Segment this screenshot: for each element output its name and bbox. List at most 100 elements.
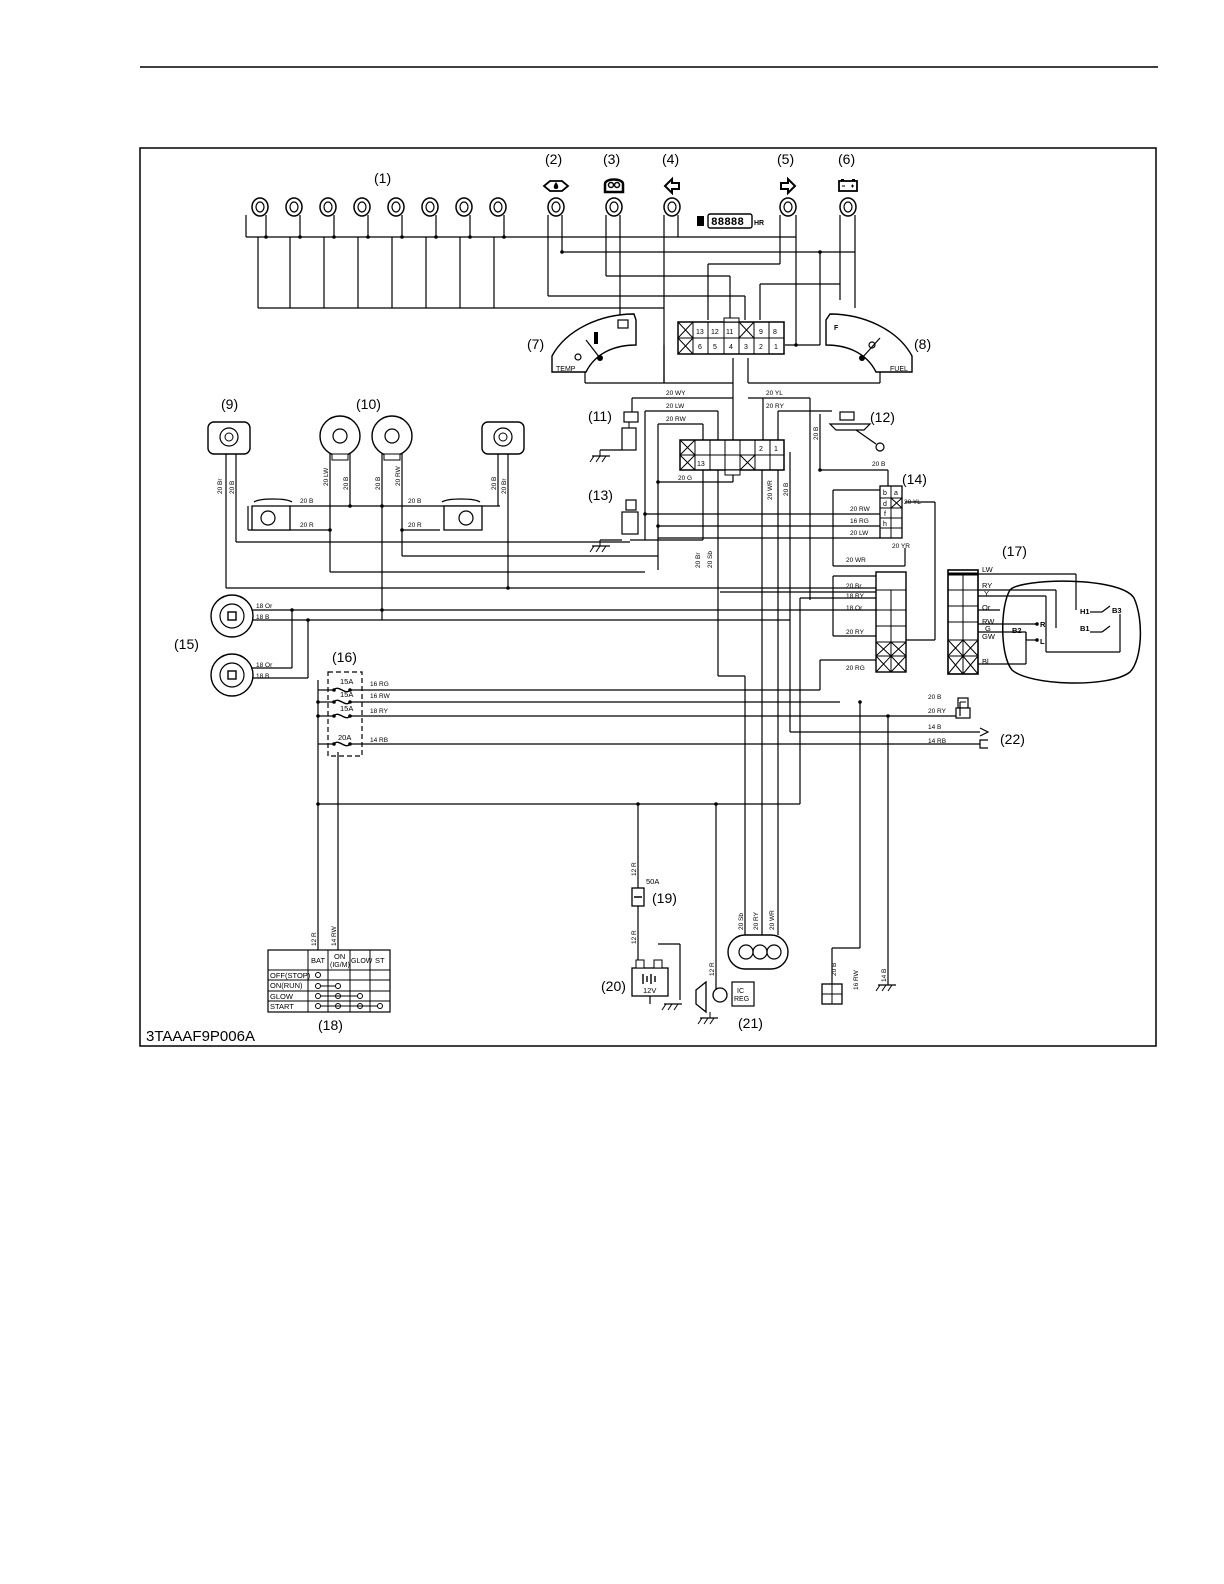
gauge-fuel-letter: F [834,325,839,332]
wire-label: 20 Br [846,583,862,590]
wire-label: 20 WR [767,480,774,500]
lamp-socket-icon [839,197,857,217]
ground-icon [875,984,896,992]
wire-label: 20 Sb [707,551,714,568]
turn-right-icon [780,176,797,196]
wire-label: 20 R [408,522,422,529]
wire-label: 18 B [256,673,269,680]
relay [821,947,896,1005]
callout-7: (7) [527,336,544,352]
connector-pin: b [883,490,887,497]
connector-pin: 4 [729,344,733,351]
wire-label: 18 RY [846,593,865,600]
connector-pin: 9 [759,329,763,336]
connector-pin: 13 [697,461,705,468]
wire-label: 20 LW [666,403,685,410]
wire-label: 20 B [783,483,790,496]
wire-label: 20 B [491,477,498,490]
connector-pin: d [883,501,887,508]
lamp-socket-icon [547,197,565,217]
wire-label: 20 WR [846,557,866,564]
callout-9: (9) [221,396,238,412]
sw-label-R: R [1040,620,1046,629]
wire-label: 20 RW [395,465,402,486]
lamp-socket-icon [605,197,623,217]
oil-pressure-icon [542,180,570,192]
callout-13: (13) [588,487,613,503]
ground-icon [697,1017,718,1025]
fuse-rating: 15A [340,677,353,686]
harness-connector: 2 1 13 [679,439,785,476]
wire-label: 12 R [631,862,638,876]
fuel-sender-icon [828,411,885,452]
wire-label: 20 G [678,475,692,482]
ground-icon [589,450,610,463]
wire-label: 20 RY [928,708,947,715]
wire-label: 12 R [631,930,638,944]
panel-connector: 13 12 11 9 8 6 5 4 3 2 1 [677,317,785,355]
ground-icon [661,1003,682,1011]
connector-pin: 2 [759,446,763,453]
callout-14: (14) [902,471,927,487]
sw-label-B3: B3 [1112,606,1122,615]
connector-pin: 8 [773,329,777,336]
connector-pin: a [894,490,898,497]
temperature-gauge: TEMP [551,313,637,373]
figure-code: 3TAAAF9P006A [146,1028,255,1045]
wire-label: 16 RW [853,969,860,990]
fuse-icon [332,699,352,705]
wire-label: 20 LW [850,530,869,537]
battery: 12V [631,959,682,1011]
lamp-socket-icon [353,197,371,217]
wire-label: 20 RW [666,416,687,423]
wire-label: 20 B [300,498,313,505]
wire-label: 18 Or [256,662,273,669]
connector-pin: 5 [713,344,717,351]
table-header-st: ST [375,956,385,965]
headlight-icon [371,415,413,461]
hour-meter-display: 88888 [711,217,744,229]
callout-15: (15) [174,636,199,652]
wire-label: 16 RG [850,518,869,525]
fuse-icon [332,741,352,747]
fuse-rating: 20A [338,733,351,742]
connector-pin: 2 [759,344,763,351]
connector-pin: 1 [774,446,778,453]
callout-6: (6) [838,151,855,167]
callout-19: (19) [652,890,677,906]
table-row-label: GLOW [270,992,294,1001]
lamp-socket-icon [421,197,439,217]
wire-label: 12 R [311,932,318,946]
side-lamp-icon [251,498,293,531]
fuse-icon [332,713,352,719]
wire-label: 20 Br [695,552,702,568]
wire-label: 14 RB [928,738,946,745]
table-header-bat: BAT [311,956,325,965]
fuse-rating: 15A [340,690,353,699]
connector-pin: 6 [698,344,702,351]
table-row-label: OFF(STOP) [270,971,311,980]
wire-label: 20 RW [850,506,871,513]
oil-switch-icon [589,499,639,553]
turn-left-icon [663,176,680,196]
temp-sensor-icon [589,411,639,463]
wire-label: 18 RY [370,708,389,715]
connector-pin: 12 [711,329,719,336]
wire-label: 20 B [831,963,838,976]
wire-label: 20 YR [892,543,910,550]
wire-label: 20 RY [753,911,760,930]
starter-motor: IC REG [695,980,755,1025]
callout-17: (17) [1002,543,1027,559]
wire-label: 20 RY [766,403,785,410]
alternator-label-reg: REG [734,996,749,1003]
panel-wiring [245,215,881,384]
wire-label: 20 B [813,427,820,440]
connector-pin: h [883,521,887,528]
callout-5: (5) [777,151,794,167]
battery-voltage: 12V [643,986,656,995]
rear-lamp-icon [210,594,254,638]
lamp-socket-icon [285,197,303,217]
connector-pin: 1 [774,344,778,351]
wire-label: 20 R [300,522,314,529]
